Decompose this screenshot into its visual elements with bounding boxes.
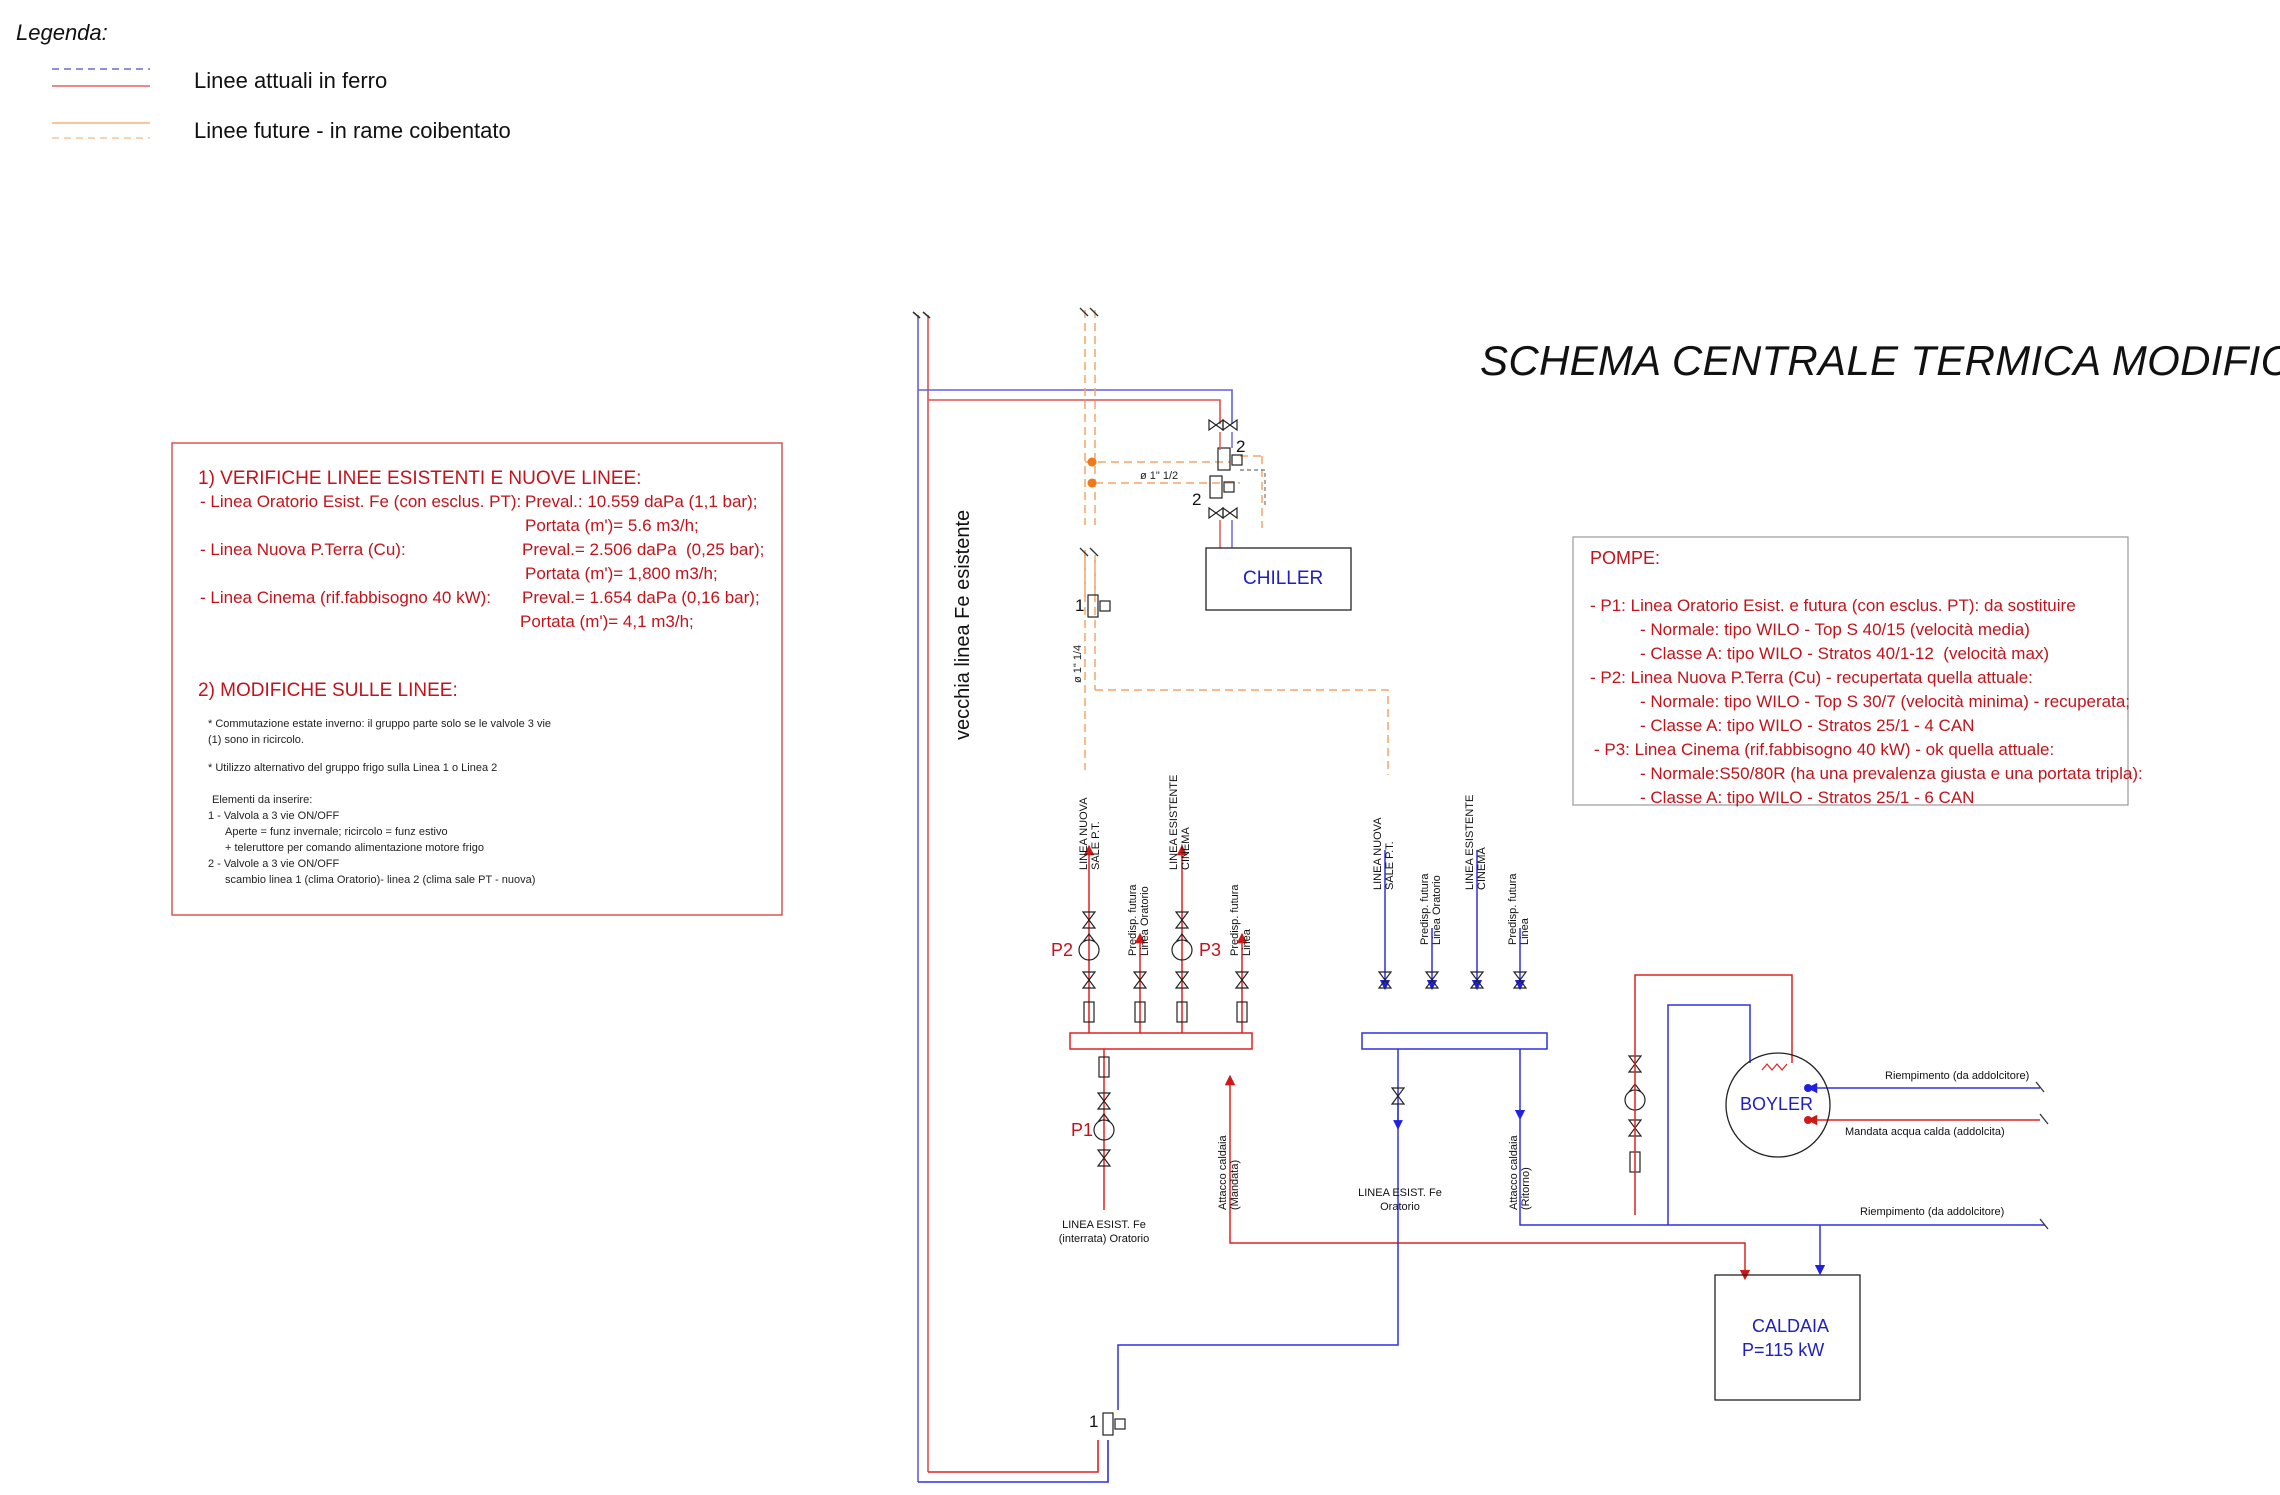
caldaia-box [1714,1274,1861,1401]
note-line3-a: - Linea Cinema (rif.fabbisogno 40 kW): [200,588,492,607]
note-n3: * Utilizzo alternativo del gruppo frigo … [208,762,498,774]
pump-p3-b: - Classe A: tipo WILO - Stratos 25/1 - 6… [1640,788,1975,807]
future-copper-lines [1084,310,1389,775]
note-n8: 2 - Valvole a 3 vie ON/OFF [208,858,340,870]
valve-2-lower-label: 2 [1192,490,1202,509]
note-line1-a: - Linea Oratorio Esist. Fe (con esclus. … [200,492,522,511]
diagram-title: SCHEMA CENTRALE TERMICA MODIFICATA [1480,337,2280,384]
boyler-label: BOYLER [1740,1094,1814,1114]
label-linea-nuova-right: LINEA NUOVA SALE P.T. [1372,818,1396,890]
pump-p1-a: - Normale: tipo WILO - Top S 40/15 (velo… [1640,620,2030,639]
pump-p3-label: P3 [1199,940,1222,960]
pumps-heading: POMPE: [1590,548,1661,568]
label-linea-cinema-left: LINEA ESISTENTE CINEMA [1168,774,1192,870]
label-predisp-linea-left: Predisp. futura Linea [1229,884,1253,956]
chiller-box [1205,547,1352,611]
manifold-supply [1069,1032,1253,1050]
note-n1: * Commutazione estate inverno: il gruppo… [208,718,552,730]
label-linea-esist-oratorio: LINEA ESIST. Fe Oratorio [1358,1187,1442,1213]
note-n6: Aperte = funz invernale; ricircolo = fun… [225,826,448,838]
note-line1-c: Portata (m')= 5.6 m3/h; [525,516,699,535]
caldaia-power: P=115 kW [1742,1340,1825,1360]
note-n2: (1) sono in ricircolo. [208,734,304,746]
note-n7: + teleruttore per comando alimentazione … [225,842,484,854]
label-linea-cinema-right: LINEA ESISTENTE CINEMA [1464,794,1488,890]
label-attacco-mandata: Attacco caldaia (Mandata) [1217,1135,1241,1210]
label-mandata-acqua-calda: Mandata acqua calda (addolcita) [1845,1126,2005,1138]
label-riempimento-top: Riempimento (da addolcitore) [1885,1070,2030,1082]
notes-heading-2: 2) MODIFICHE SULLE LINEE: [198,680,458,701]
pump-p2-b: - Classe A: tipo WILO - Stratos 25/1 - 4… [1640,716,1975,735]
note-n9: scambio linea 1 (clima Oratorio)- linea … [225,874,536,886]
legend-title: Legenda: [16,20,108,45]
note-line2-b: Preval.= 2.506 daPa (0,25 bar); [522,540,765,559]
pump-p1-b: - Classe A: tipo WILO - Stratos 40/1-12 … [1640,644,2050,663]
valve-1-upper-label: 1 [1075,596,1085,615]
legend-swatches [52,68,150,139]
diameter-1-1-2: ø 1" 1/2 [1140,470,1179,482]
legend-item-copper: Linee future - in rame coibentato [194,118,511,143]
old-line-label: vecchia linea Fe esistente [952,509,974,740]
note-n4: Elementi da inserire: [212,794,313,806]
pump-p1-label: P1 [1071,1120,1094,1140]
chiller-label: CHILLER [1243,568,1324,589]
note-line1-b: Preval.: 10.559 daPa (1,1 bar); [525,492,758,511]
pump-p2: - P2: Linea Nuova P.Terra (Cu) - recuper… [1590,668,2033,687]
note-n5: 1 - Valvola a 3 vie ON/OFF [208,810,340,822]
pump-p2-label: P2 [1051,940,1074,960]
label-attacco-ritorno: Attacco caldaia (Ritorno) [1508,1135,1532,1210]
notes-heading-1: 1) VERIFICHE LINEE ESISTENTI E NUOVE LIN… [198,468,642,489]
pump-p3-a: - Normale:S50/80R (ha una prevalenza giu… [1640,764,2143,783]
label-linea-esist-interrata: LINEA ESIST. Fe (interrata) Oratorio [1058,1219,1150,1245]
note-line3-b: Preval.= 1.654 daPa (0,16 bar); [522,588,760,607]
pump-p1: - P1: Linea Oratorio Esist. e futura (co… [1590,596,2076,615]
diameter-1-1-4: ø 1" 1/4 [1072,644,1084,683]
label-predisp-oratorio-left: Predisp. futura Linea Oratorio [1127,884,1151,956]
label-predisp-oratorio-right: Predisp. futura Linea Oratorio [1419,873,1443,945]
pump-p3: - P3: Linea Cinema (rif.fabbisogno 40 kW… [1594,740,2055,759]
return-branches [1379,850,1526,1220]
valve-1-lower-label: 1 [1089,1412,1099,1431]
legend-item-iron: Linee attuali in ferro [194,68,388,93]
manifold-return [1361,1032,1548,1050]
caldaia-label: CALDAIA [1752,1316,1830,1336]
chiller-valves [1208,418,1243,520]
pump-p2-a: - Normale: tipo WILO - Top S 30/7 (veloc… [1640,692,2131,711]
note-line3-c: Portata (m')= 4,1 m3/h; [520,612,694,631]
boyler-tank [1725,1052,1831,1158]
note-line2-c: Portata (m')= 1,800 m3/h; [525,564,718,583]
valve-2-upper-label: 2 [1236,437,1246,456]
note-line2-a: - Linea Nuova P.Terra (Cu): [200,540,406,559]
label-linea-nuova-left: LINEA NUOVA SALE P.T. [1078,798,1102,870]
label-predisp-linea-right: Predisp. futura Linea [1507,873,1531,945]
label-riempimento-bottom: Riempimento (da addolcitore) [1860,1206,2005,1218]
old-iron-line [912,311,1233,1483]
